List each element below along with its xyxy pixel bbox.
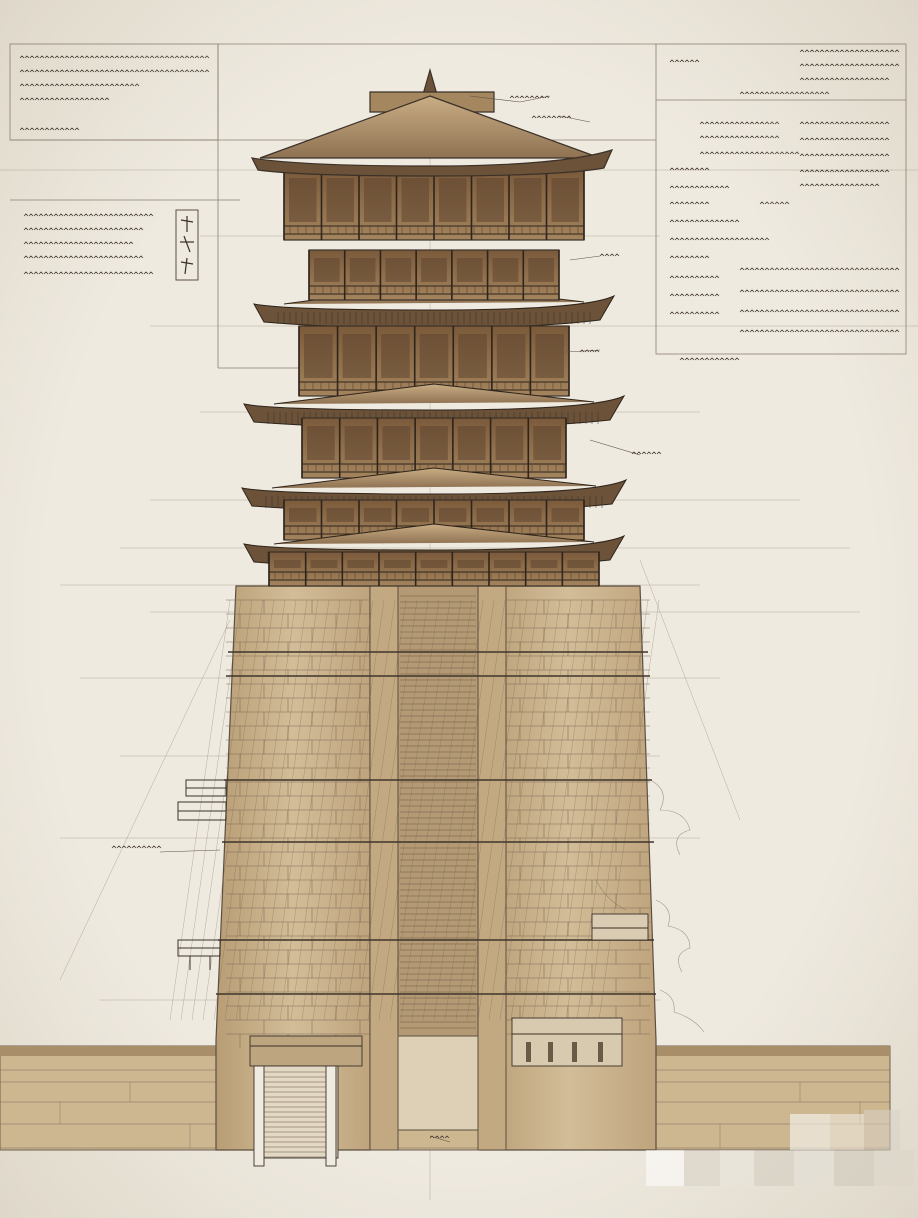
pagoda-tier [268,551,600,587]
leader-lines [159,95,641,1143]
tree-sketch-icon [595,779,705,1033]
note-panel-right [655,43,907,355]
right-window-niche [591,913,649,941]
roof-finial [250,67,614,177]
shadow-hatching [169,599,660,1021]
wooden-pagoda [241,169,628,587]
left-gate-pavilion [249,1035,363,1167]
annotation-scribbles [19,49,900,1139]
seal-stamp-icon [175,209,199,281]
side-balcony-left [177,779,227,970]
stone-tower [169,585,660,1151]
pagoda-tier [308,249,560,301]
watermark-blocks [646,1110,914,1186]
masonry-courses [226,599,650,1048]
central-stair-steps [400,595,476,1029]
pagoda-tier [243,325,626,429]
right-gate-pavilion [511,1017,623,1067]
